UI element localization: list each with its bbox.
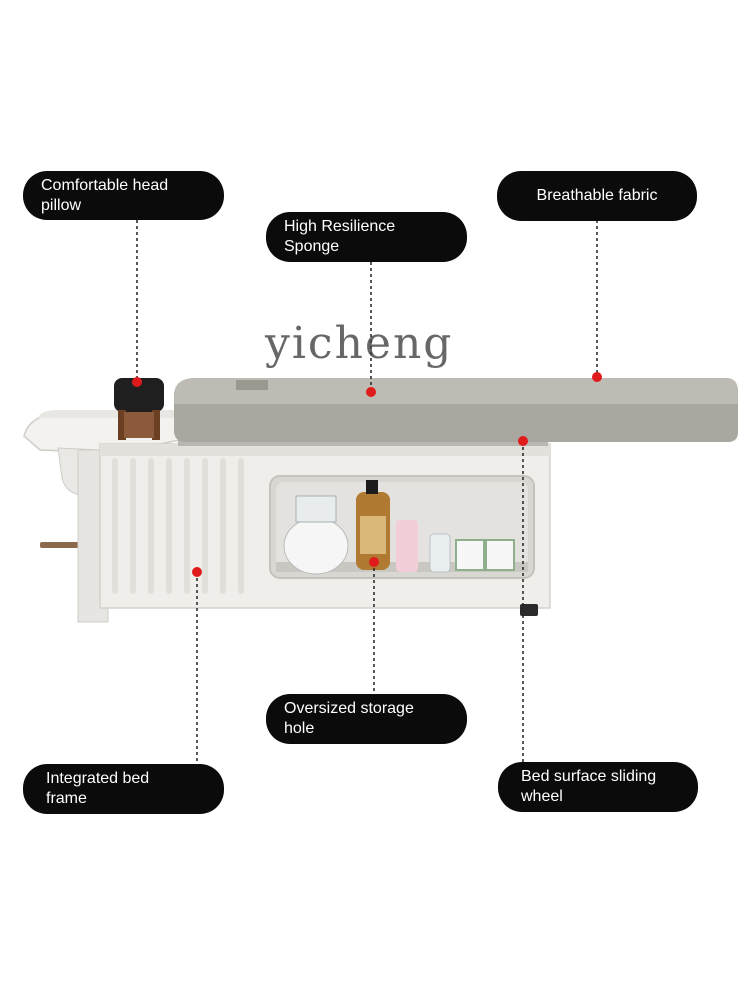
label-sponge: High Resilience Sponge	[266, 212, 467, 262]
watermark: yicheng	[265, 318, 454, 369]
drain-pipe	[40, 542, 82, 548]
marker-frame	[192, 567, 202, 577]
mattress	[174, 378, 738, 442]
label-head-pillow-text: Comfortable head pillow	[41, 176, 169, 214]
label-sponge-text: High Resilience Sponge	[284, 218, 396, 255]
marker-wheel	[518, 436, 528, 446]
label-frame-text: Integrated bed frame	[46, 770, 150, 807]
storage-opening	[269, 475, 535, 579]
marker-fabric	[592, 372, 602, 382]
head-pillow	[114, 378, 164, 440]
label-head-pillow: Comfortable head pillow	[23, 171, 224, 220]
marker-storage	[369, 557, 379, 567]
marker-sponge	[366, 387, 376, 397]
label-fabric: Breathable fabric	[497, 171, 697, 221]
label-wheel: Bed surface sliding wheel	[498, 762, 698, 812]
label-storage: Oversized storage hole	[266, 694, 467, 744]
marker-head-pillow	[132, 377, 142, 387]
label-wheel-text: Bed surface sliding wheel	[521, 768, 657, 805]
sliding-wheel	[520, 604, 538, 616]
label-storage-text: Oversized storage hole	[284, 700, 414, 737]
label-fabric-text: Breathable fabric	[536, 187, 658, 204]
label-frame: Integrated bed frame	[23, 764, 224, 814]
